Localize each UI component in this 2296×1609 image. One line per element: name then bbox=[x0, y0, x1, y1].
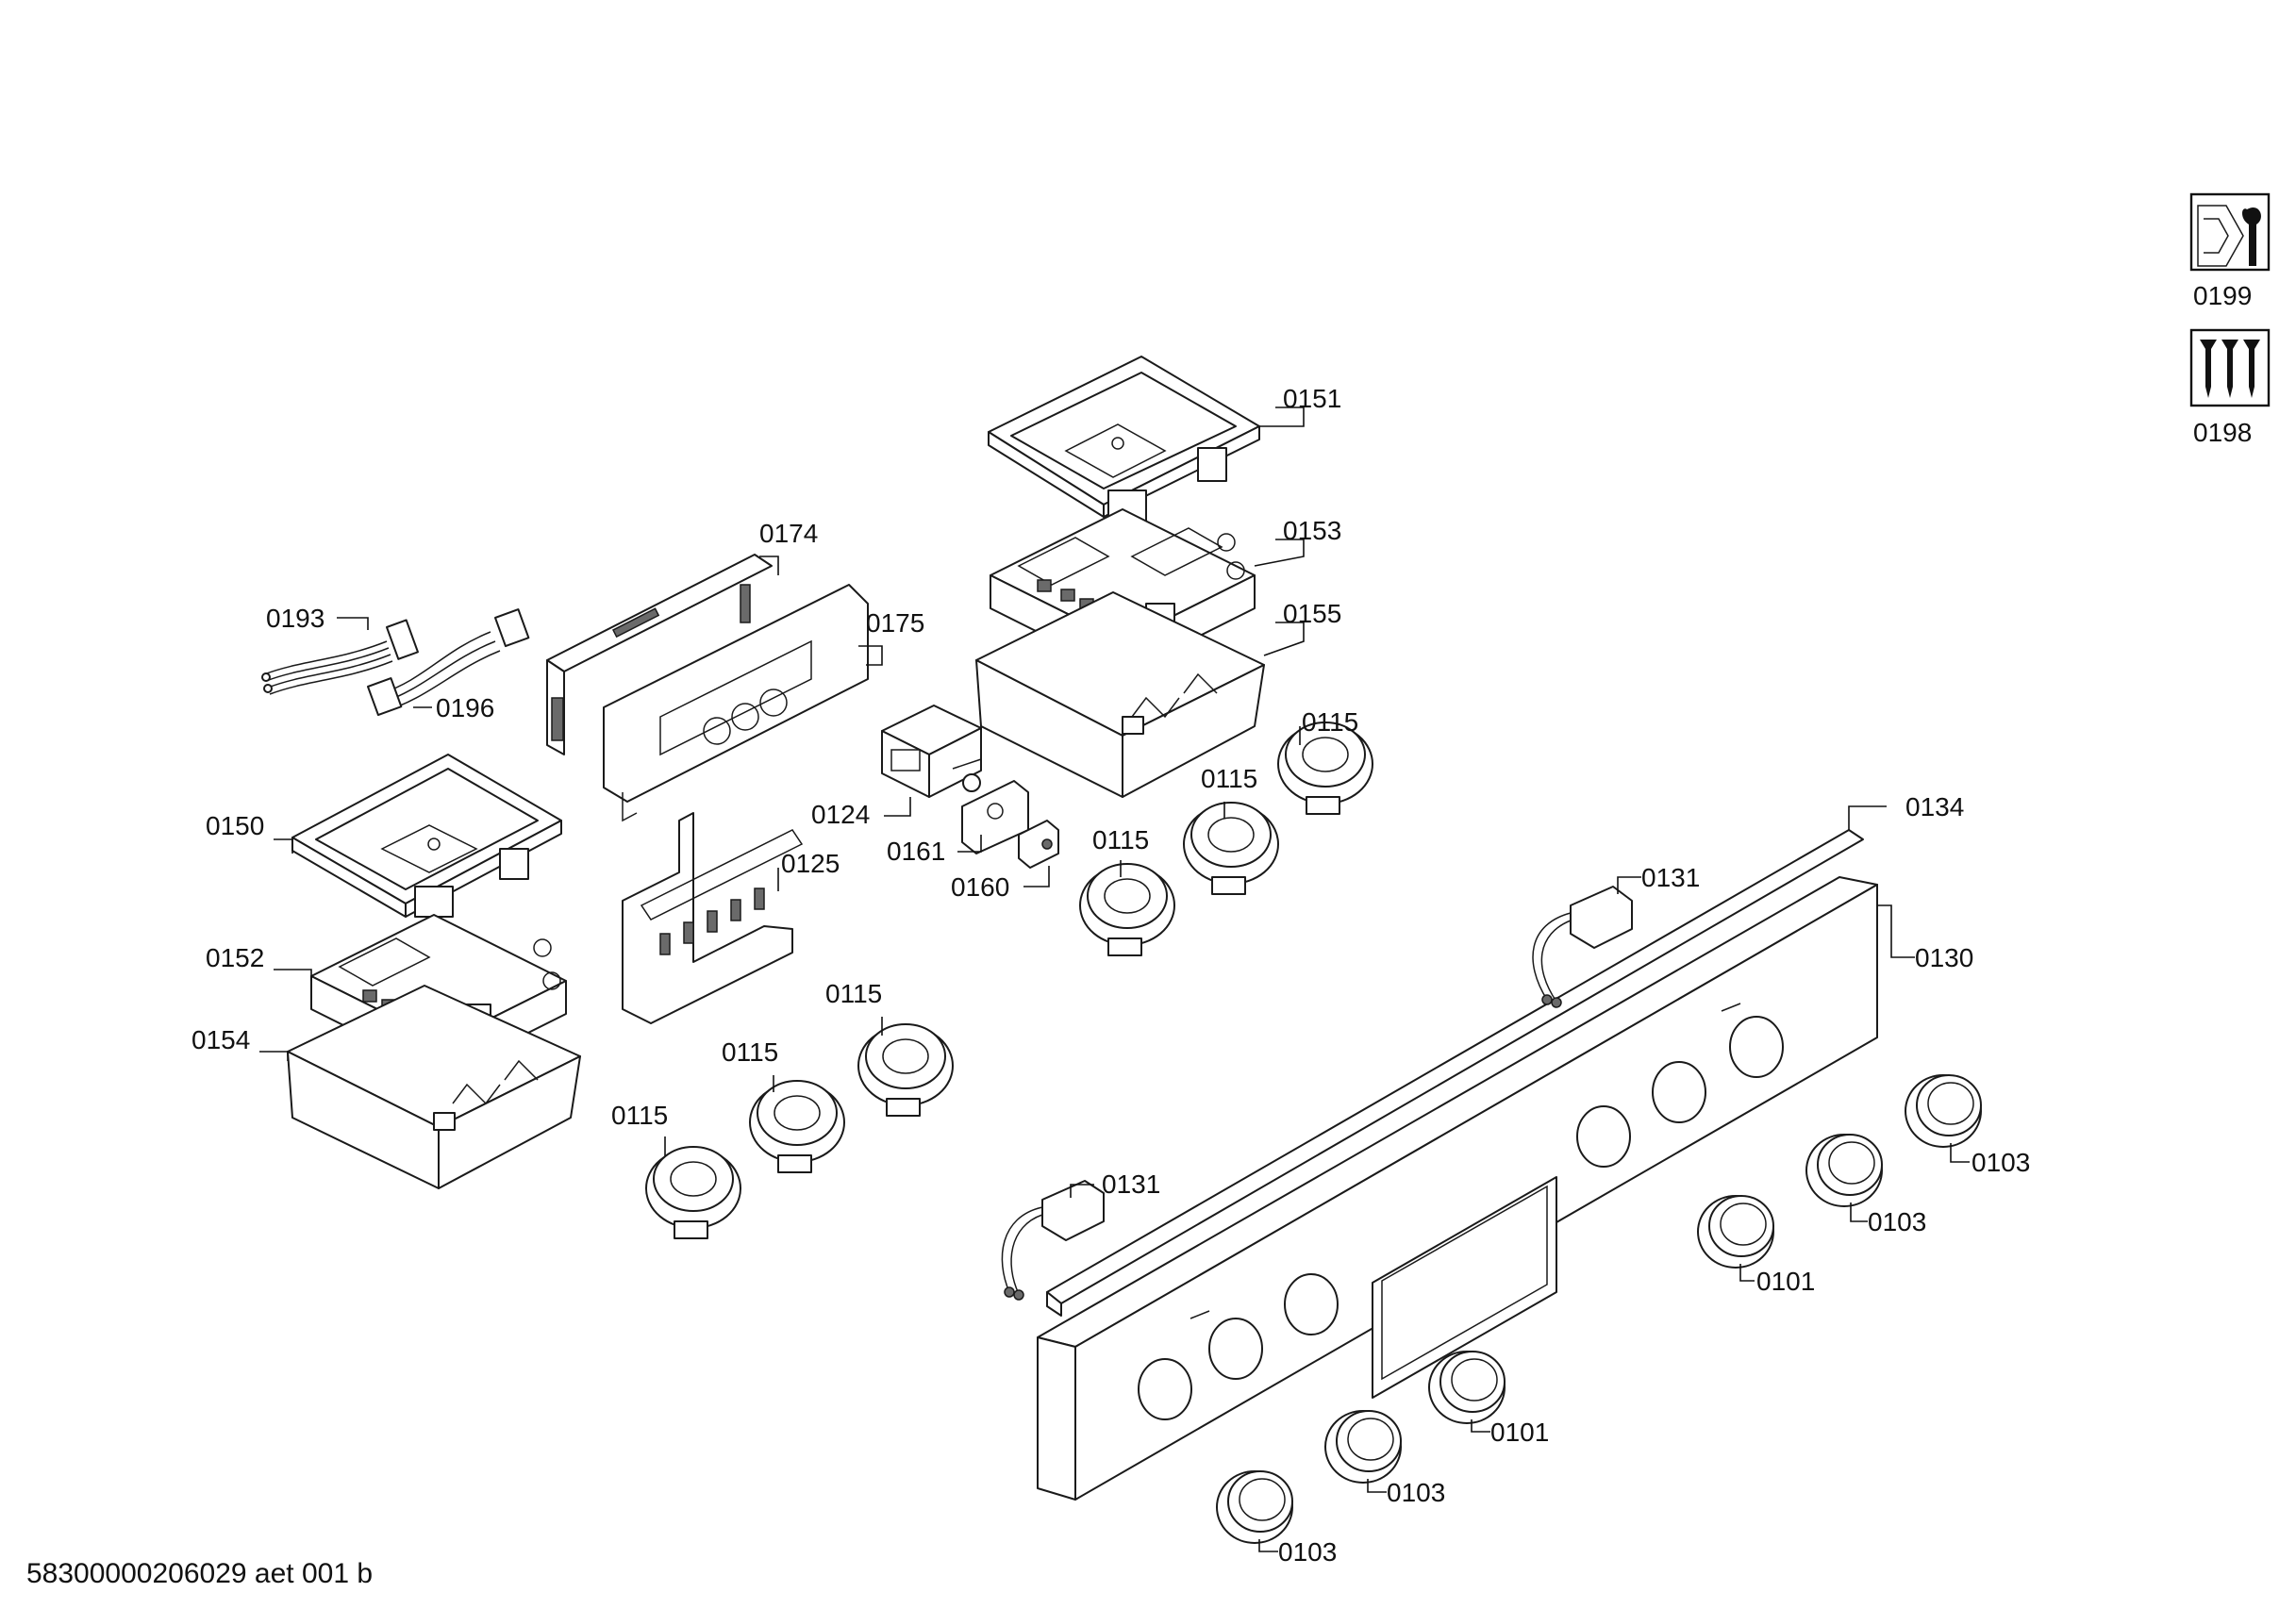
part-0115-holder-1 bbox=[1277, 722, 1373, 815]
part-0134-strip bbox=[1046, 829, 1864, 1317]
callout-0153: 0153 bbox=[1283, 516, 1341, 545]
callout-0151: 0151 bbox=[1283, 384, 1341, 413]
part-0130-control-panel bbox=[1037, 876, 1878, 1501]
callout-0131-b: 0131 bbox=[1102, 1169, 1160, 1199]
side-icon-0199: 0199 bbox=[2189, 192, 2271, 310]
part-0193-cable bbox=[261, 619, 419, 695]
part-0115-holder-6 bbox=[645, 1146, 741, 1239]
part-0175-bracket bbox=[603, 584, 869, 822]
part-0196-cable bbox=[367, 608, 530, 717]
callout-0103-d: 0103 bbox=[1278, 1537, 1337, 1567]
part-0160-clip bbox=[1018, 820, 1059, 869]
part-0103-knob-c bbox=[1324, 1410, 1402, 1484]
part-0131-lamp-lower bbox=[1001, 1180, 1105, 1301]
callout-0115-c: 0115 bbox=[1092, 825, 1149, 854]
leader-lines bbox=[259, 406, 1970, 1552]
part-0115-holder-3 bbox=[1079, 863, 1175, 956]
callout-0115-a: 0115 bbox=[1302, 707, 1358, 737]
callout-0174: 0174 bbox=[759, 519, 818, 548]
tool-wrench-icon bbox=[2189, 192, 2271, 272]
part-0124-switch bbox=[881, 705, 982, 798]
callout-0125: 0125 bbox=[781, 849, 840, 878]
callout-0115-d: 0115 bbox=[825, 979, 882, 1008]
callout-0160: 0160 bbox=[951, 872, 1009, 902]
callout-0101-b: 0101 bbox=[1490, 1418, 1549, 1447]
document-code: 58300000206029 aet 001 b bbox=[26, 1558, 373, 1589]
icon-label-0199: 0199 bbox=[2193, 281, 2252, 310]
callout-0175: 0175 bbox=[866, 608, 924, 638]
part-0174-pcb bbox=[546, 554, 773, 755]
part-0103-knob-d bbox=[1216, 1470, 1293, 1544]
callout-0134: 0134 bbox=[1905, 792, 1964, 821]
callout-0155: 0155 bbox=[1283, 599, 1341, 628]
part-0103-knob-a bbox=[1905, 1074, 1982, 1148]
part-0131-lamp-upper bbox=[1532, 886, 1633, 1008]
callout-0130: 0130 bbox=[1915, 943, 1973, 972]
part-0103-knob-b bbox=[1805, 1134, 1883, 1207]
callout-0115-e: 0115 bbox=[722, 1037, 778, 1067]
callout-0103-c: 0103 bbox=[1387, 1478, 1445, 1507]
callout-0103-a: 0103 bbox=[1972, 1148, 2030, 1177]
part-0125-relay-block bbox=[622, 812, 804, 1024]
part-0115-holder-2 bbox=[1183, 802, 1279, 895]
callout-0115-f: 0115 bbox=[611, 1101, 668, 1130]
screws-icon bbox=[2189, 328, 2271, 407]
callout-0154: 0154 bbox=[191, 1025, 250, 1054]
part-0151-cover bbox=[988, 356, 1260, 524]
part-0155-tray bbox=[975, 591, 1265, 798]
callout-0131-a: 0131 bbox=[1641, 863, 1700, 892]
callout-0196: 0196 bbox=[436, 693, 494, 722]
callout-labels: 0151 0153 0155 0174 0175 0193 0196 0150 … bbox=[191, 384, 2030, 1567]
part-0150-cover bbox=[291, 754, 562, 918]
part-0115-holder-5 bbox=[749, 1080, 845, 1173]
callout-0152: 0152 bbox=[206, 943, 264, 972]
callout-0101-a: 0101 bbox=[1756, 1267, 1815, 1296]
callout-0193: 0193 bbox=[266, 604, 324, 633]
callout-0124: 0124 bbox=[811, 800, 870, 829]
part-0101-knob-a bbox=[1697, 1195, 1774, 1269]
part-0115-holder-4 bbox=[857, 1023, 954, 1117]
part-0101-knob-b bbox=[1428, 1351, 1506, 1424]
callout-0103-b: 0103 bbox=[1868, 1207, 1926, 1236]
side-icon-0198: 0198 bbox=[2189, 328, 2271, 447]
part-0154-tray bbox=[287, 985, 581, 1189]
icon-label-0198: 0198 bbox=[2193, 418, 2252, 447]
callout-0161: 0161 bbox=[887, 837, 945, 866]
callout-0150: 0150 bbox=[206, 811, 264, 840]
callout-0115-b: 0115 bbox=[1201, 764, 1257, 793]
